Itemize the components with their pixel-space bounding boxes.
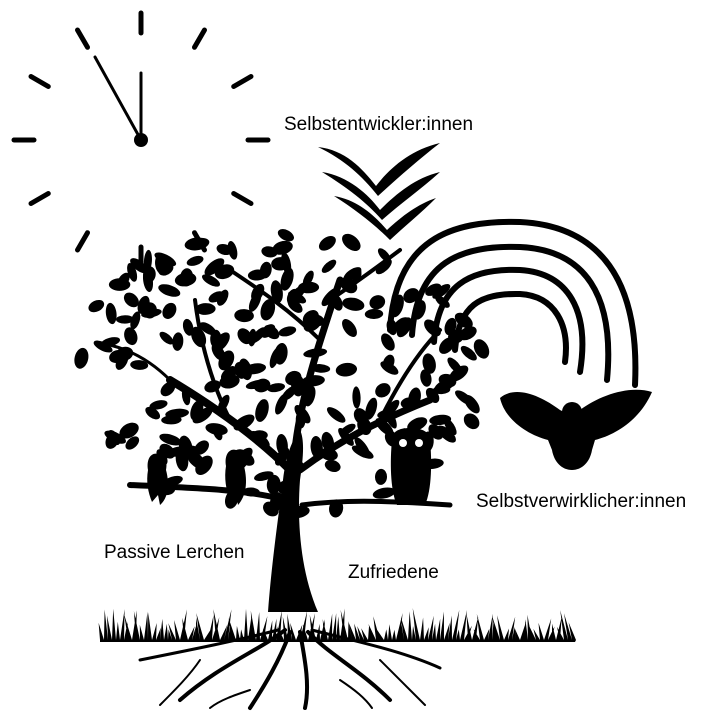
clock-tick xyxy=(234,194,251,204)
leaf xyxy=(365,309,384,320)
leaf xyxy=(339,316,360,339)
leaf xyxy=(325,404,348,425)
leaf xyxy=(339,230,364,254)
leaf xyxy=(323,458,342,474)
leaf xyxy=(367,293,387,312)
clock-tick xyxy=(78,30,88,47)
label-selbstentwickler: Selbstentwickler:innen xyxy=(284,115,473,134)
leaf xyxy=(320,257,339,275)
label-selbstverwirklicher: Selbstverwirklicher:innen xyxy=(476,492,686,511)
leaf xyxy=(160,300,180,321)
leaf xyxy=(105,302,118,325)
clock-tick xyxy=(31,194,48,204)
leaf xyxy=(278,325,298,339)
leaf xyxy=(174,271,197,288)
leaf xyxy=(335,362,358,378)
leaf xyxy=(86,298,106,315)
flying-birds-icon xyxy=(318,143,440,240)
leaf xyxy=(352,386,361,408)
clock-tick xyxy=(78,233,88,250)
leaf xyxy=(461,410,483,432)
leaf xyxy=(253,398,271,424)
leaf xyxy=(316,233,338,254)
leaf xyxy=(109,278,130,291)
leaf xyxy=(72,346,90,370)
label-passive-lerchen: Passive Lerchen xyxy=(104,543,244,562)
leaf xyxy=(185,254,204,268)
leaf xyxy=(375,469,388,486)
clock-tick xyxy=(195,30,205,47)
clock-icon xyxy=(14,13,268,267)
flying-owl-icon xyxy=(500,390,652,470)
label-zufriedene: Zufriedene xyxy=(348,563,439,582)
clock-tick xyxy=(31,77,48,87)
clock-tick xyxy=(234,77,251,87)
leaf xyxy=(122,326,140,347)
leaf xyxy=(341,296,365,313)
perched-owl-icon xyxy=(391,428,431,505)
